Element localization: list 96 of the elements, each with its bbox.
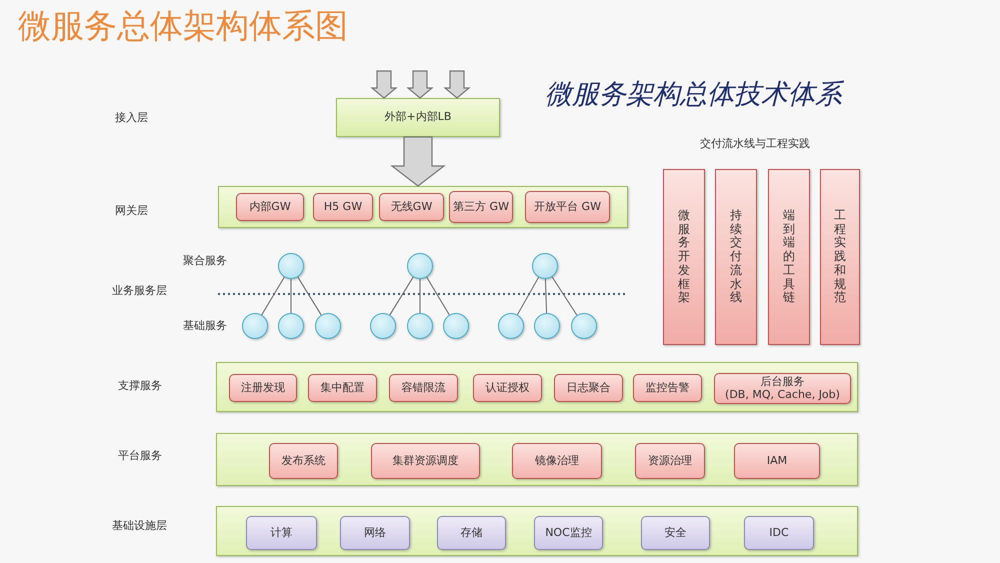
subtitle: 微服务架构总体技术体系 — [545, 78, 842, 112]
service-circle — [315, 313, 341, 339]
node-text: 微服务开发框架 — [678, 208, 690, 306]
node-text: 开放平台 GW — [534, 200, 601, 214]
service-box — [389, 374, 458, 402]
node-text: 镜像治理 — [535, 454, 579, 468]
layer-label: 接入层 — [115, 110, 148, 125]
layer-label: 基础服务 — [183, 318, 227, 333]
service-circle — [443, 313, 469, 339]
node-text: 持续交付流水线 — [730, 208, 742, 306]
connector-line — [552, 276, 578, 316]
service-box — [379, 193, 444, 221]
service-box — [371, 443, 480, 479]
layer-label: 平台服务 — [118, 448, 162, 463]
node-text: 网络 — [364, 526, 386, 540]
service-box — [714, 373, 851, 404]
service-box — [236, 193, 304, 221]
node-text: 资源治理 — [648, 454, 692, 468]
node-text: 存储 — [460, 526, 482, 540]
connector-line — [516, 276, 540, 316]
connector-line — [290, 278, 292, 314]
node-text: 工程实践和规范 — [834, 208, 846, 306]
layer-label: 支撑服务 — [118, 378, 162, 393]
practice-column — [715, 169, 757, 345]
connector-line — [426, 276, 450, 316]
layer-label: 交付流水线与工程实践 — [700, 136, 810, 151]
block-arrow — [406, 70, 434, 99]
node-text: 日志聚合 — [566, 382, 610, 394]
node-text: 内部GW — [249, 200, 291, 214]
practice-column — [820, 169, 860, 345]
service-circle — [534, 313, 560, 339]
node-text: 容错限流 — [402, 382, 446, 394]
service-box — [512, 443, 602, 479]
layer-band — [216, 506, 858, 556]
connector-line — [261, 276, 285, 316]
process-box — [336, 98, 500, 137]
block-arrow — [370, 70, 398, 99]
node-text: 端到端的工具链 — [783, 208, 795, 306]
infrastructure-box — [534, 516, 603, 550]
diagram-title: 微服务总体架构体系图 — [18, 5, 348, 47]
connector-line — [297, 276, 322, 316]
service-circle — [370, 313, 396, 339]
service-detail: (DB, MQ, Cache, Job) — [725, 388, 840, 402]
connector-line — [389, 276, 414, 316]
service-circle — [242, 313, 268, 339]
service-circle — [571, 313, 597, 339]
infrastructure-box — [437, 516, 506, 550]
node-text: 监控告警 — [646, 382, 690, 394]
node-text: 集群资源调度 — [392, 454, 458, 468]
layer-label: 网关层 — [115, 203, 148, 218]
connector-line — [544, 278, 548, 314]
service-circle — [498, 313, 524, 339]
layer-band — [216, 362, 858, 412]
service-box — [449, 191, 513, 223]
node-text: 外部+内部LB — [384, 111, 452, 124]
service-box — [269, 443, 338, 479]
service-circle — [278, 313, 304, 339]
block-arrow — [443, 70, 471, 99]
layer-label: 聚合服务 — [183, 253, 227, 268]
service-box — [525, 191, 610, 223]
layer-label: 基础设施层 — [112, 518, 167, 533]
service-circle — [532, 253, 558, 279]
service-box — [734, 443, 820, 479]
node-text: IAM — [766, 454, 788, 468]
node-text: 注册发现 — [241, 382, 285, 394]
node-text: 安全 — [664, 526, 686, 540]
service-box — [473, 374, 542, 402]
service-box — [635, 443, 705, 479]
service-circle — [278, 253, 304, 279]
node-text: 集中配置 — [320, 382, 364, 394]
service-box — [229, 374, 297, 402]
service-circle — [407, 253, 433, 279]
service-box — [633, 374, 702, 402]
node-text: 后台服务 — [760, 376, 804, 388]
block-arrow — [390, 136, 446, 187]
node-text: 认证授权 — [486, 382, 530, 394]
node-text: IDC — [769, 526, 789, 540]
node-text: NOC监控 — [545, 526, 592, 540]
infrastructure-box — [340, 516, 410, 550]
service-box — [308, 374, 377, 402]
service-box — [313, 193, 373, 221]
layer-label: 业务服务层 — [112, 283, 167, 298]
node-text: 发布系统 — [282, 454, 326, 468]
node-text: 第三方 GW — [453, 200, 509, 214]
layer-band — [218, 186, 628, 228]
practice-column — [768, 169, 810, 345]
infrastructure-box — [744, 516, 814, 550]
service-circle — [407, 313, 433, 339]
node-text: H5 GW — [324, 200, 362, 214]
infrastructure-box — [641, 516, 710, 550]
practice-column — [663, 169, 705, 345]
infrastructure-box — [246, 516, 317, 550]
node-text: 计算 — [270, 526, 292, 540]
node-text: 无线GW — [390, 200, 432, 214]
service-box — [554, 374, 623, 402]
layer-band — [216, 433, 858, 486]
